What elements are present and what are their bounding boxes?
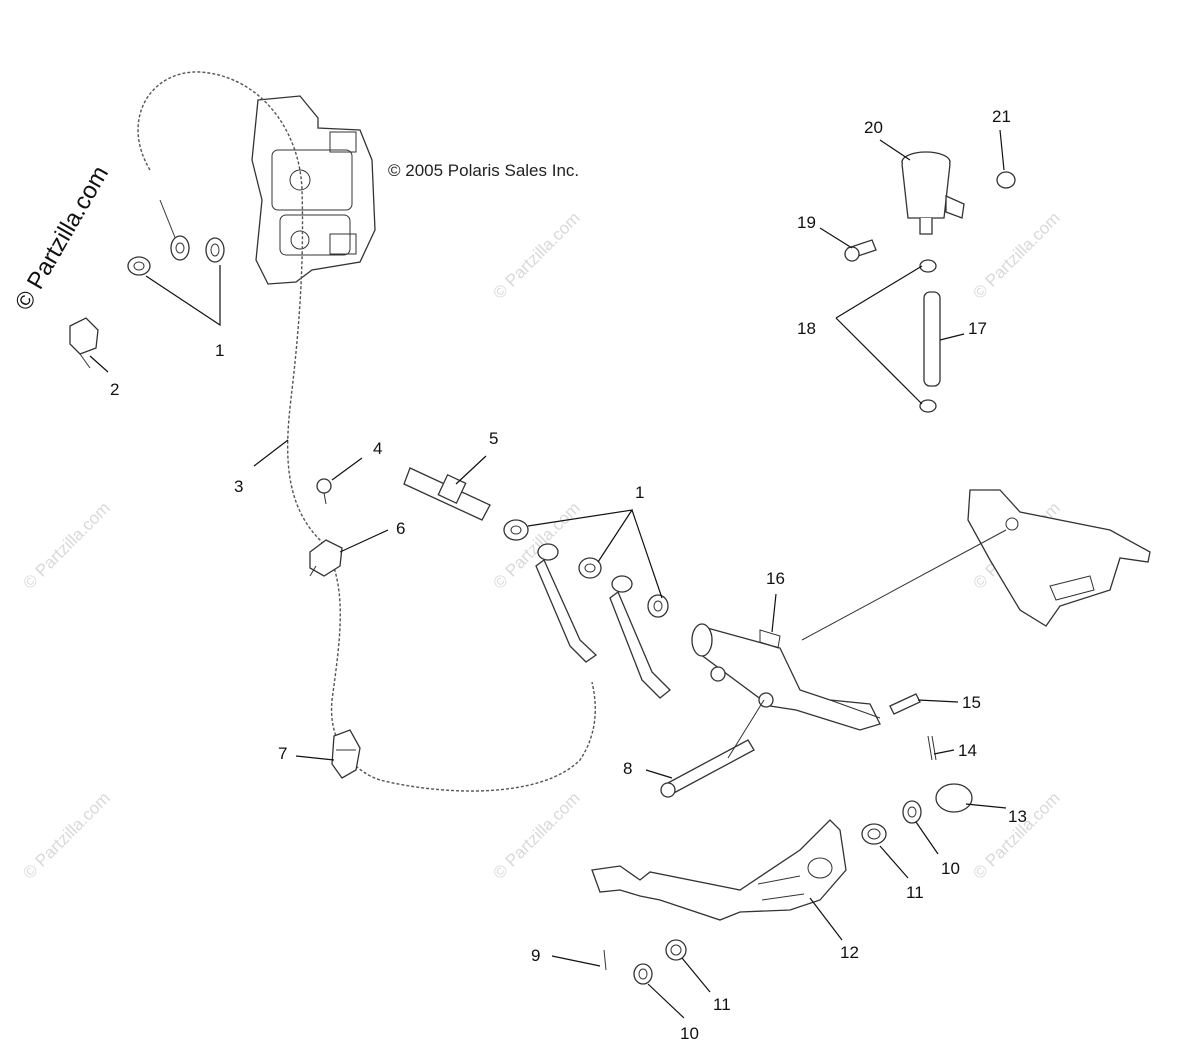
washer — [902, 800, 922, 824]
callout-label: 1 — [215, 341, 224, 360]
callout-label: 7 — [278, 744, 287, 763]
callout-label: 11 — [906, 883, 924, 902]
banjo-hose — [535, 543, 598, 663]
washer — [633, 963, 653, 985]
banjo-hose — [609, 575, 671, 699]
callout-label: 6 — [396, 519, 405, 538]
watermark: © Partzilla.com — [489, 208, 583, 302]
hose-clamp — [919, 399, 937, 413]
watermark: © Partzilla.com — [489, 788, 583, 882]
mounting-bracket — [967, 489, 1151, 627]
callout-label: 2 — [110, 380, 119, 399]
callout-label: 13 — [1008, 807, 1027, 826]
callout-label: 19 — [797, 213, 816, 232]
callout-label: 11 — [713, 995, 731, 1014]
callout-label: 20 — [864, 118, 883, 137]
washer — [578, 557, 602, 579]
callout-label: 8 — [623, 759, 632, 778]
brand-mark: © Partzilla.com — [10, 161, 114, 315]
brake-caliper — [251, 95, 376, 285]
brake-pedal — [591, 819, 847, 921]
cotter-pin — [927, 735, 937, 761]
banjo-fitting — [159, 199, 190, 261]
line-clip — [331, 729, 361, 779]
washer — [503, 519, 529, 541]
reservoir-hose — [923, 291, 941, 387]
screw-fitting — [316, 478, 332, 505]
callout-label: 9 — [531, 946, 540, 965]
master-cylinder — [691, 623, 881, 731]
adapter-fitting — [403, 467, 491, 521]
callout-label: 15 — [962, 693, 981, 712]
washer — [127, 256, 151, 276]
pivot-line — [727, 699, 765, 759]
callout-label: 4 — [373, 439, 382, 458]
callout-label: 5 — [489, 429, 498, 448]
bushing — [861, 823, 887, 845]
brake-line — [137, 71, 596, 792]
callout-label: 18 — [797, 319, 816, 338]
callout-label: 1 — [635, 483, 644, 502]
callout-label: 10 — [680, 1024, 699, 1043]
callout-labels: 1 2 3 4 5 1 6 7 8 9 10 11 12 10 11 13 14… — [110, 107, 1027, 1043]
mounting-line — [801, 529, 1007, 641]
cotter-pin — [603, 949, 607, 971]
copyright-notice: © 2005 Polaris Sales Inc. — [388, 161, 579, 180]
fluid-reservoir — [901, 151, 965, 235]
callout-label: 17 — [968, 319, 987, 338]
washer — [647, 594, 669, 618]
callout-label: 16 — [766, 569, 785, 588]
pivot-bolt — [660, 739, 755, 798]
watermark: © Partzilla.com — [969, 788, 1063, 882]
callout-label: 12 — [840, 943, 859, 962]
reservoir-bolt — [844, 239, 877, 262]
callout-label: 10 — [941, 859, 960, 878]
return-spring — [935, 783, 973, 813]
watermark: © Partzilla.com — [19, 498, 113, 592]
watermark: © Partzilla.com — [489, 498, 583, 592]
leader-lines — [89, 129, 1007, 1019]
callout-label: 3 — [234, 477, 243, 496]
washer — [205, 237, 225, 263]
callout-label: 21 — [992, 107, 1011, 126]
watermark: © Partzilla.com — [969, 208, 1063, 302]
hose-clamp — [919, 259, 937, 273]
watermark: © Partzilla.com — [19, 788, 113, 882]
line-clamp — [309, 539, 343, 577]
banjo-bolt — [69, 317, 99, 369]
reservoir-cap — [996, 171, 1016, 189]
bushing — [665, 939, 687, 961]
callout-label: 14 — [958, 741, 977, 760]
clevis-pin — [889, 693, 921, 715]
